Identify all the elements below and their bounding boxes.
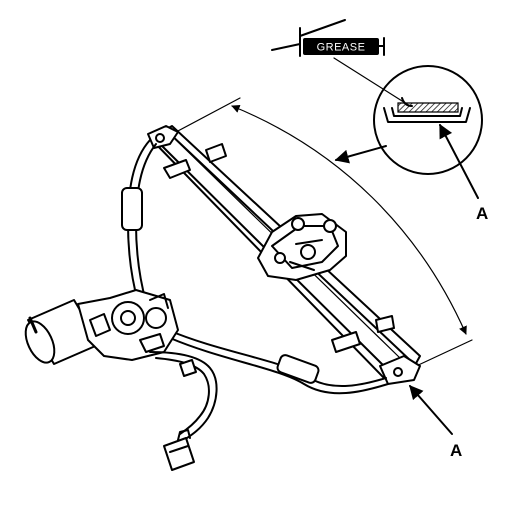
grease-tube-icon: GREASE <box>271 19 385 57</box>
regulator-cables <box>121 139 389 395</box>
regulator-motor <box>24 289 179 365</box>
grease-label: GREASE <box>317 42 366 54</box>
wiring-harness <box>149 351 218 471</box>
lift-carriage <box>257 213 347 281</box>
harness-connector-icon <box>163 437 195 471</box>
detail-magnifier <box>373 65 483 175</box>
length-dimension <box>175 97 473 369</box>
callout-a-top: A <box>476 204 488 223</box>
callout-a-bottom-leader <box>409 384 453 435</box>
callout-a-bottom: A <box>450 441 462 460</box>
grease-leader-line <box>333 57 411 107</box>
detail-arrow <box>334 145 387 164</box>
callout-a-top-leader <box>439 123 479 199</box>
